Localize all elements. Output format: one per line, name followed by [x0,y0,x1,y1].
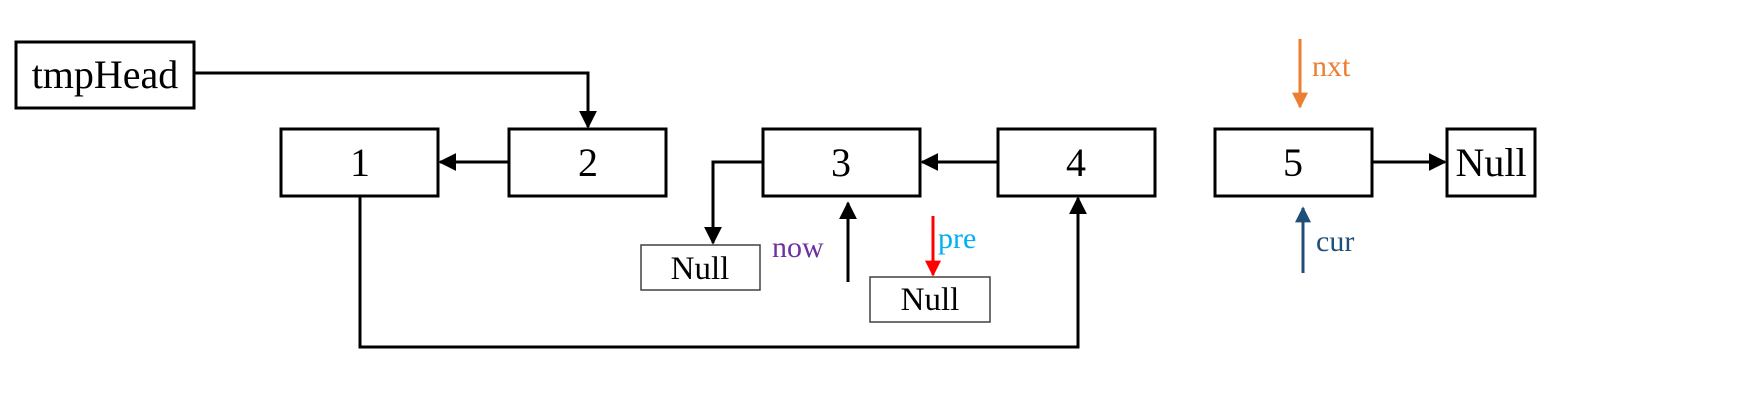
tmp-head-label: tmpHead [32,52,179,97]
node-5-label: 5 [1283,140,1303,185]
null-under-3-label: Null [671,251,730,287]
null-pre-label: Null [901,282,960,318]
list-node-3: 3 [761,127,922,198]
cur-pointer-label: cur [1316,225,1354,258]
now-pointer-label: now [772,231,824,264]
pre-pointer-label: pre [938,222,976,255]
tmp-head-to-node-2-arrow [194,71,597,129]
node-2-label: 2 [578,140,598,185]
node-3-to-null-arrow [704,160,763,245]
tmp-head-node: tmpHead [14,40,196,110]
null-right-label: Null [1455,140,1526,185]
list-node-1: 1 [279,127,440,198]
null-node-pre: Null [869,276,991,323]
list-node-2: 2 [507,127,668,198]
node-3-label: 3 [831,140,851,185]
node-1-to-node-4-arrow [358,196,1087,349]
node-4-label: 4 [1066,140,1086,185]
null-node-right: Null [1445,127,1537,198]
list-node-4: 4 [996,127,1157,198]
nxt-pointer-label: nxt [1312,50,1351,83]
node-1-label: 1 [350,140,370,185]
null-node-under-3: Null [640,244,761,291]
list-node-5: 5 [1213,127,1374,198]
